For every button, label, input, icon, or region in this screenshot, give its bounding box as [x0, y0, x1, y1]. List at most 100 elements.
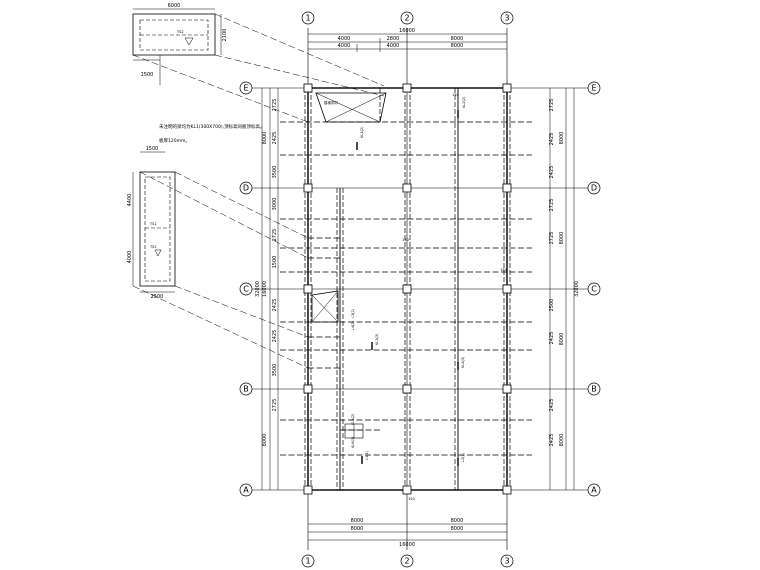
- beam-mark: KL3(3): [375, 333, 379, 345]
- bottom-dim-row2: 8000: [451, 526, 464, 532]
- right-dim-outer: 8000: [559, 232, 565, 245]
- right-dim-inner: 2425: [549, 133, 555, 146]
- column: [303, 183, 313, 193]
- left-dim-inner: 2725: [272, 229, 278, 242]
- left-dim-inner: 2425: [272, 299, 278, 312]
- left-dim-overall: 32000: [255, 281, 261, 297]
- right-dim-outer: 8000: [559, 333, 565, 346]
- right-dim-outer: 8000: [559, 434, 565, 447]
- axis-bubble-C: C: [239, 282, 253, 296]
- axis-label-D: D: [243, 184, 249, 193]
- column: [402, 384, 412, 394]
- beam-mark: L1(1): [365, 450, 369, 460]
- detail-mid-left-1: 4400: [127, 194, 133, 207]
- plan-labels: 未注明的梁均为KL1(300X700),顶标高同板顶标高。板厚120mm。楼梯洞…: [159, 93, 507, 501]
- beam-mark: L3(2): [351, 308, 355, 318]
- top-dim-row1: 8000: [451, 36, 464, 42]
- plan-thickness: 150: [408, 497, 415, 501]
- column: [502, 183, 512, 193]
- right-dim-inner: 2725: [549, 99, 555, 112]
- detail-top: [132, 8, 222, 85]
- detail-mid-bottom: 2500: [151, 294, 164, 300]
- axis-bubble-C: C: [587, 282, 601, 296]
- right-dim-inner: 2500: [549, 299, 555, 312]
- axis-label-D: D: [591, 184, 597, 193]
- axis-bubble-2: 2: [400, 11, 414, 25]
- left-dim-inner: 1500: [272, 256, 278, 269]
- axis-label-2: 2: [404, 557, 409, 566]
- left-dim-outer: 8000: [262, 434, 268, 447]
- bottom-dim-row2: 8000: [351, 526, 364, 532]
- left-dim-inner: 2725: [272, 99, 278, 112]
- column: [502, 384, 512, 394]
- axis-bubble-1: 1: [301, 11, 315, 25]
- column: [502, 284, 512, 294]
- top-dim-row2: 4000: [387, 43, 400, 49]
- axis-label-E: E: [591, 84, 596, 93]
- column: [303, 384, 313, 394]
- column: [303, 284, 313, 294]
- detail-top-bottom: 1500: [141, 72, 154, 78]
- column: [502, 485, 512, 495]
- beam-mark: KL4(3): [461, 356, 465, 368]
- right-dim-inner: 2725: [549, 232, 555, 245]
- axis-label-B: B: [591, 385, 597, 394]
- column: [402, 284, 412, 294]
- beam-mark: L4(2): [351, 320, 355, 330]
- right-dim-inner: 2425: [549, 332, 555, 345]
- column: [402, 183, 412, 193]
- axis-label-3: 3: [504, 14, 509, 23]
- axis-bubble-E: E: [587, 81, 601, 95]
- axis-bubble-3: 3: [500, 554, 514, 568]
- bottom-dim-row1: 8000: [451, 518, 464, 524]
- detail-mid-label-2: TS2: [149, 245, 157, 249]
- beam-mark: KL6(3): [351, 436, 355, 448]
- stair-opening-top: [315, 92, 387, 123]
- axis-label-B: B: [243, 385, 249, 394]
- left-dim-inner: 3000: [272, 198, 278, 211]
- axis-label-A: A: [243, 486, 249, 495]
- left-dim-inner: 2425: [272, 330, 278, 343]
- detail-mid: [132, 151, 176, 293]
- bottom-dim-overall: 16000: [399, 542, 415, 548]
- axis-label-C: C: [243, 285, 249, 294]
- axis-bubble-B: B: [587, 382, 601, 396]
- axis-bubble-2: 2: [400, 554, 414, 568]
- detail-mid-label-1: TS1: [149, 222, 157, 226]
- plan-thickness: 150: [500, 268, 507, 272]
- columns: [303, 83, 512, 495]
- axis-label-1: 1: [305, 14, 310, 23]
- axis-label-A: A: [591, 486, 597, 495]
- right-dim-outer: 8000: [559, 132, 565, 145]
- top-dim-overall: 16000: [399, 28, 415, 34]
- detail-mid-left-2: 4000: [127, 251, 133, 264]
- axis-bubble-D: D: [239, 181, 253, 195]
- beam-mark: L2(1): [461, 452, 465, 462]
- left-dim-outer: 16000: [262, 281, 268, 297]
- right-dim-inner: 2425: [549, 166, 555, 179]
- note-line-2: 板厚120mm。: [159, 137, 190, 144]
- left-dim-outer: 8000: [262, 132, 268, 145]
- top-dim-row2: 8000: [451, 43, 464, 49]
- axis-label-3: 3: [504, 557, 509, 566]
- detail-top-width: 6000: [168, 3, 181, 9]
- top-dim-row1: 4000: [338, 36, 351, 42]
- left-dim-inner: 3500: [272, 364, 278, 377]
- axis-bubble-E: E: [239, 81, 253, 95]
- axis-bubble-A: A: [587, 483, 601, 497]
- axis-label-C: C: [591, 285, 597, 294]
- axis-bubble-1: 1: [301, 554, 315, 568]
- column: [303, 83, 313, 93]
- bottom-dim-row1: 8000: [351, 518, 364, 524]
- right-dim-overall: 32000: [574, 281, 580, 297]
- axis-bubble-A: A: [239, 483, 253, 497]
- plan-thickness: 150: [452, 93, 459, 97]
- column: [502, 83, 512, 93]
- axis-label-1: 1: [305, 557, 310, 566]
- top-dim-row1: 2800: [387, 36, 400, 42]
- top-dim-row2: 4000: [338, 43, 351, 49]
